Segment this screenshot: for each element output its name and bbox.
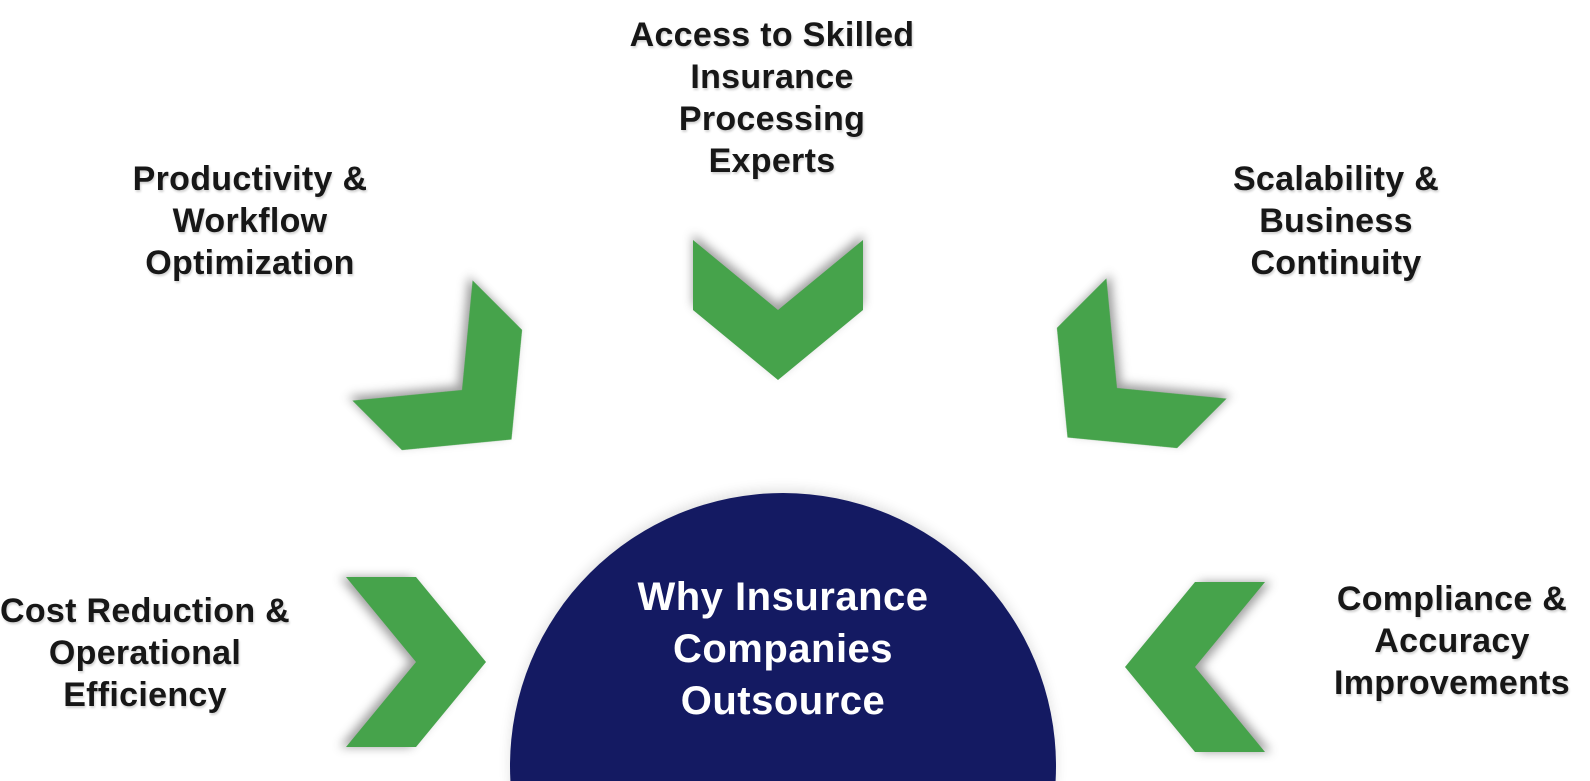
chevron-shape [346,577,486,747]
chevron-left-icon [1125,582,1265,752]
benefit-label-scalability: Scalability & Business Continuity [1232,160,1440,282]
chevron-shape [693,240,863,380]
benefit-label-productivity: Productivity & Workflow Optimization [132,160,368,282]
benefit-label-access-experts: Access to Skilled Insurance Processing E… [629,16,915,180]
chevron-shape [1125,582,1265,752]
chevron-down-left-icon [1007,278,1227,497]
chevron-shape [1056,278,1227,449]
chevron-shape [352,280,523,451]
benefit-label-cost-reduction: Cost Reduction & Operational Efficiency [0,592,291,714]
chevron-down-right-icon [352,280,571,499]
benefit-label-compliance: Compliance & Accuracy Improvements [1333,580,1570,702]
center-title: Why Insurance Companies Outsource [637,575,929,723]
chevron-down-icon [693,240,863,380]
chevron-right-icon [346,577,486,747]
